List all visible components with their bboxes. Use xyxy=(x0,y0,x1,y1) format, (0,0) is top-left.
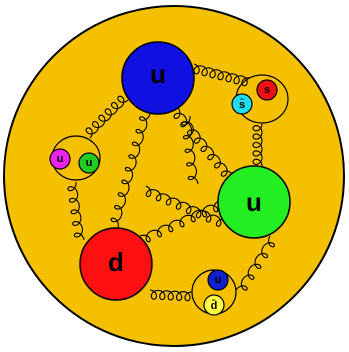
quark-u-green-label: u xyxy=(246,187,262,217)
quark-d-red: d xyxy=(80,228,152,300)
sea-quark-u-blue-label: u xyxy=(215,274,222,286)
sea-quark-sbar-label: s̄ xyxy=(239,99,245,111)
quark-d-red-label: d xyxy=(108,247,124,277)
quark-u-green: u xyxy=(218,166,290,238)
sea-quark-dbar-label: d̄ xyxy=(211,300,218,312)
sea-quark-s-label: s xyxy=(264,84,270,96)
quark-u-blue: u xyxy=(122,42,194,114)
sea-quark-u-green-label: u xyxy=(86,157,93,169)
sea-quark-u-blue: u xyxy=(208,270,228,290)
sea-quark-u-magenta-label: u xyxy=(57,153,64,165)
quark-u-blue-label: u xyxy=(150,59,166,89)
sea-quark-u-magenta: u xyxy=(50,149,70,169)
sea-quark-s: s xyxy=(257,80,277,100)
sea-quark-sbar: s̄ xyxy=(232,94,252,114)
sea-quark-u-green: u xyxy=(79,153,99,173)
sea-quark-dbar: d̄ xyxy=(204,295,224,315)
